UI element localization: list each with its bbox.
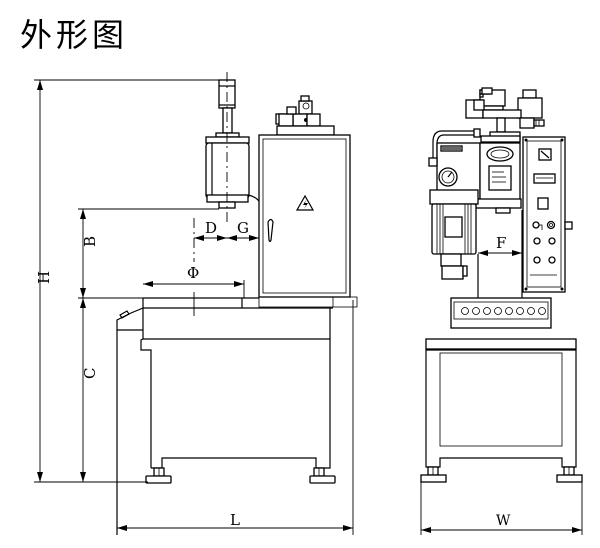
valve-block: [465, 87, 545, 143]
dim-label-B: B: [81, 236, 99, 247]
cylinder-top: [205, 79, 262, 215]
dim-label-phi: Φ: [187, 264, 199, 282]
dim-label-D: D: [205, 219, 217, 237]
dim-label-W: W: [496, 513, 511, 529]
dimensions-front: [34, 79, 354, 535]
side-view: F W: [420, 87, 583, 535]
drawing-title: 外形图: [20, 16, 129, 54]
tool-row: [461, 307, 546, 315]
dim-label-G: G: [237, 219, 249, 237]
dim-label-F: F: [496, 234, 506, 252]
control-panel: [522, 136, 573, 293]
dim-label-C: C: [81, 368, 99, 379]
work-table: [116, 297, 336, 535]
front-view: H B C D G Φ L: [34, 72, 358, 535]
dimensions-side: [420, 250, 583, 535]
electrical-cabinet: [258, 95, 358, 308]
high-voltage-warning-icon: [295, 194, 315, 211]
door-handle: [267, 218, 274, 243]
hose: [432, 130, 478, 158]
side-table: [420, 297, 583, 483]
dim-label-H: H: [35, 271, 53, 284]
knob-icon: [119, 310, 130, 319]
motor: [429, 189, 479, 280]
dim-label-L: L: [230, 511, 240, 529]
